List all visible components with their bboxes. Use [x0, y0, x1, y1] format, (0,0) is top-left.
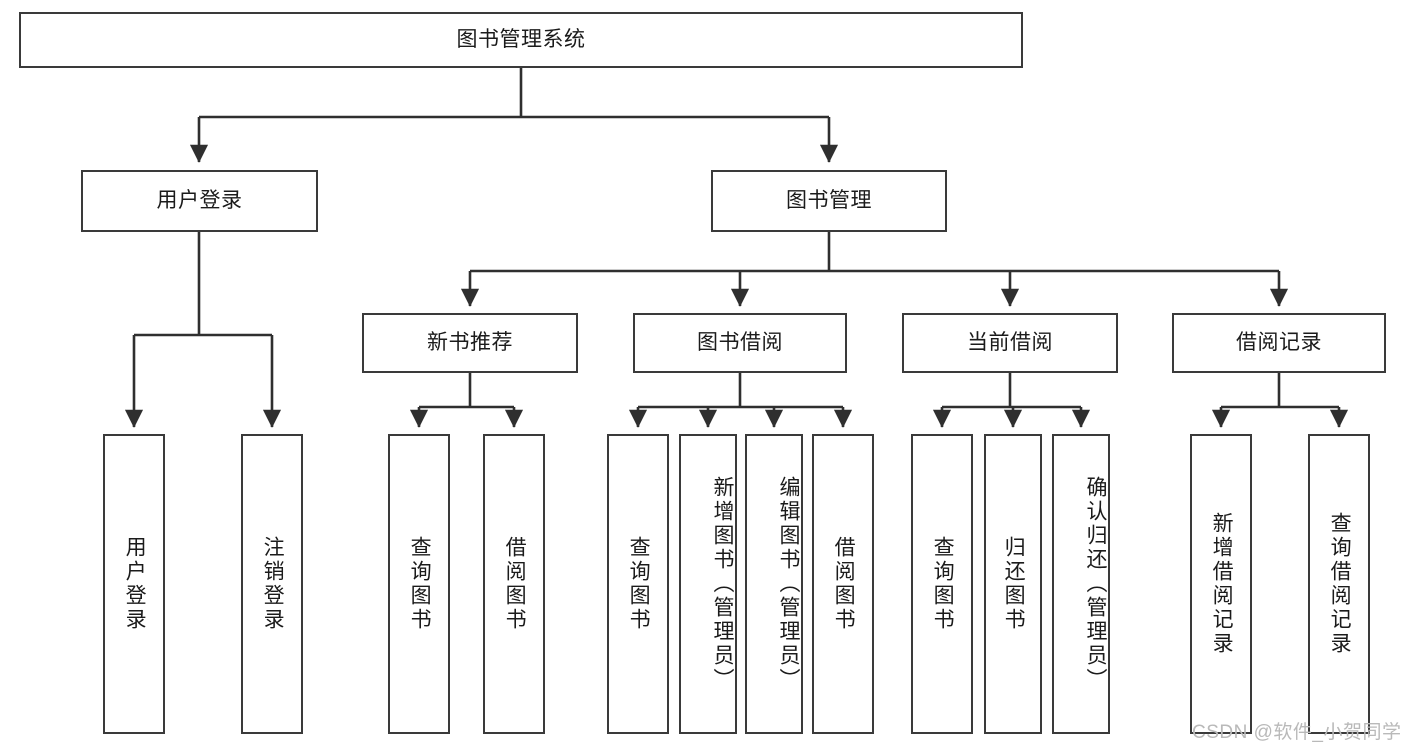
node-book-manage-label: 图书管理 — [786, 189, 872, 213]
node-leaf-query-book-3[interactable]: 查询图书 — [911, 434, 973, 734]
node-leaf-query-book-2-label: 查询图书 — [627, 536, 651, 632]
node-leaf-query-book-2[interactable]: 查询图书 — [607, 434, 669, 734]
node-user-login[interactable]: 用户登录 — [81, 170, 318, 232]
node-new-book-recommend[interactable]: 新书推荐 — [362, 313, 578, 373]
node-leaf-borrow-book-1-label: 借阅图书 — [503, 536, 527, 632]
node-leaf-confirm-return-label: 确认归还（管理员） — [1084, 476, 1107, 692]
node-borrow-record-label: 借阅记录 — [1236, 331, 1322, 355]
node-leaf-add-book-label: 新增图书（管理员） — [711, 476, 734, 692]
node-leaf-borrow-book-2-label: 借阅图书 — [832, 536, 856, 632]
node-leaf-query-book-1[interactable]: 查询图书 — [388, 434, 450, 734]
node-leaf-query-book-1-label: 查询图书 — [408, 536, 432, 632]
node-root[interactable]: 图书管理系统 — [19, 12, 1023, 68]
node-book-borrow[interactable]: 图书借阅 — [633, 313, 847, 373]
node-current-borrow[interactable]: 当前借阅 — [902, 313, 1118, 373]
node-leaf-return-book[interactable]: 归还图书 — [984, 434, 1042, 734]
node-new-book-recommend-label: 新书推荐 — [427, 331, 513, 355]
node-leaf-add-record-label: 新增借阅记录 — [1210, 512, 1234, 656]
node-leaf-logout-label: 注销登录 — [261, 536, 285, 632]
node-leaf-borrow-book-2[interactable]: 借阅图书 — [812, 434, 874, 734]
node-root-label: 图书管理系统 — [456, 28, 586, 52]
node-leaf-query-record-label: 查询借阅记录 — [1328, 512, 1352, 656]
node-leaf-user-login-label: 用户登录 — [123, 536, 147, 632]
node-leaf-edit-book-label: 编辑图书（管理员） — [777, 476, 800, 692]
node-book-manage[interactable]: 图书管理 — [711, 170, 947, 232]
node-leaf-return-book-label: 归还图书 — [1002, 536, 1026, 632]
node-leaf-query-record[interactable]: 查询借阅记录 — [1308, 434, 1370, 734]
node-leaf-confirm-return[interactable]: 确认归还（管理员） — [1052, 434, 1110, 734]
node-user-login-label: 用户登录 — [156, 189, 243, 213]
node-leaf-user-login[interactable]: 用户登录 — [103, 434, 165, 734]
node-current-borrow-label: 当前借阅 — [967, 331, 1053, 355]
node-leaf-edit-book[interactable]: 编辑图书（管理员） — [745, 434, 803, 734]
node-leaf-query-book-3-label: 查询图书 — [931, 536, 955, 632]
node-leaf-add-book[interactable]: 新增图书（管理员） — [679, 434, 737, 734]
node-borrow-record[interactable]: 借阅记录 — [1172, 313, 1386, 373]
node-leaf-add-record[interactable]: 新增借阅记录 — [1190, 434, 1252, 734]
csdn-watermark: CSDN @软件_小贺同学 — [1192, 717, 1401, 744]
node-leaf-logout[interactable]: 注销登录 — [241, 434, 303, 734]
node-leaf-borrow-book-1[interactable]: 借阅图书 — [483, 434, 545, 734]
node-book-borrow-label: 图书借阅 — [697, 331, 783, 355]
csdn-watermark-text: CSDN @软件_小贺同学 — [1192, 722, 1402, 743]
